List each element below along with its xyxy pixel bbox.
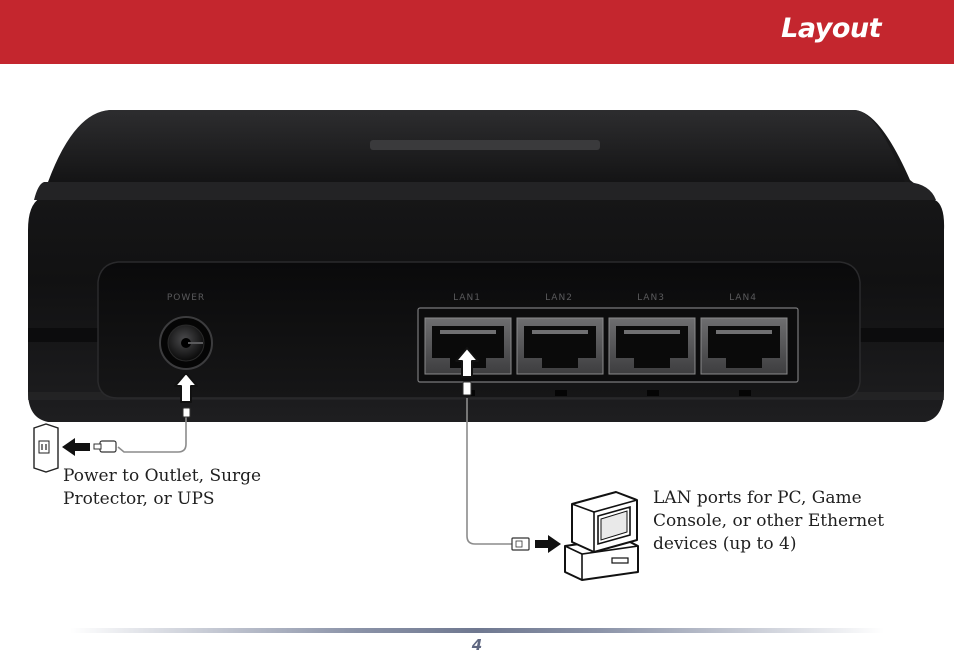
footer-divider (70, 628, 884, 633)
right-arrow-icon (535, 535, 561, 553)
power-up-arrow-icon (174, 372, 198, 403)
brand-logo-emboss (370, 140, 600, 150)
lan4-label: LAN4 (729, 293, 757, 303)
pc-computer-icon (564, 491, 639, 581)
lan3-port (608, 317, 696, 375)
lan-port-block: LAN1 LAN2 LAN3 LAN4 (417, 293, 799, 383)
lan1-label: LAN1 (453, 293, 481, 303)
wall-outlet-icon (33, 423, 59, 473)
lan3-label: LAN3 (637, 293, 665, 303)
page-header-bar: Layout (0, 0, 954, 64)
lan2-label: LAN2 (545, 293, 573, 303)
power-callout-text: Power to Outlet, Surge Protector, or UPS (63, 466, 262, 509)
lan2-port (516, 317, 604, 375)
ethernet-cable (462, 381, 530, 551)
power-cable (93, 407, 191, 453)
power-jack (159, 316, 213, 370)
lan-callout-text: LAN ports for PC, Game Console, or other… (653, 488, 885, 554)
page-number: 4 (471, 636, 483, 654)
left-arrow-icon (62, 438, 90, 456)
lan-up-arrow-icon (455, 347, 479, 378)
lan4-port (700, 317, 788, 375)
page-title: Layout (781, 13, 881, 44)
power-port-label: POWER (167, 293, 205, 303)
